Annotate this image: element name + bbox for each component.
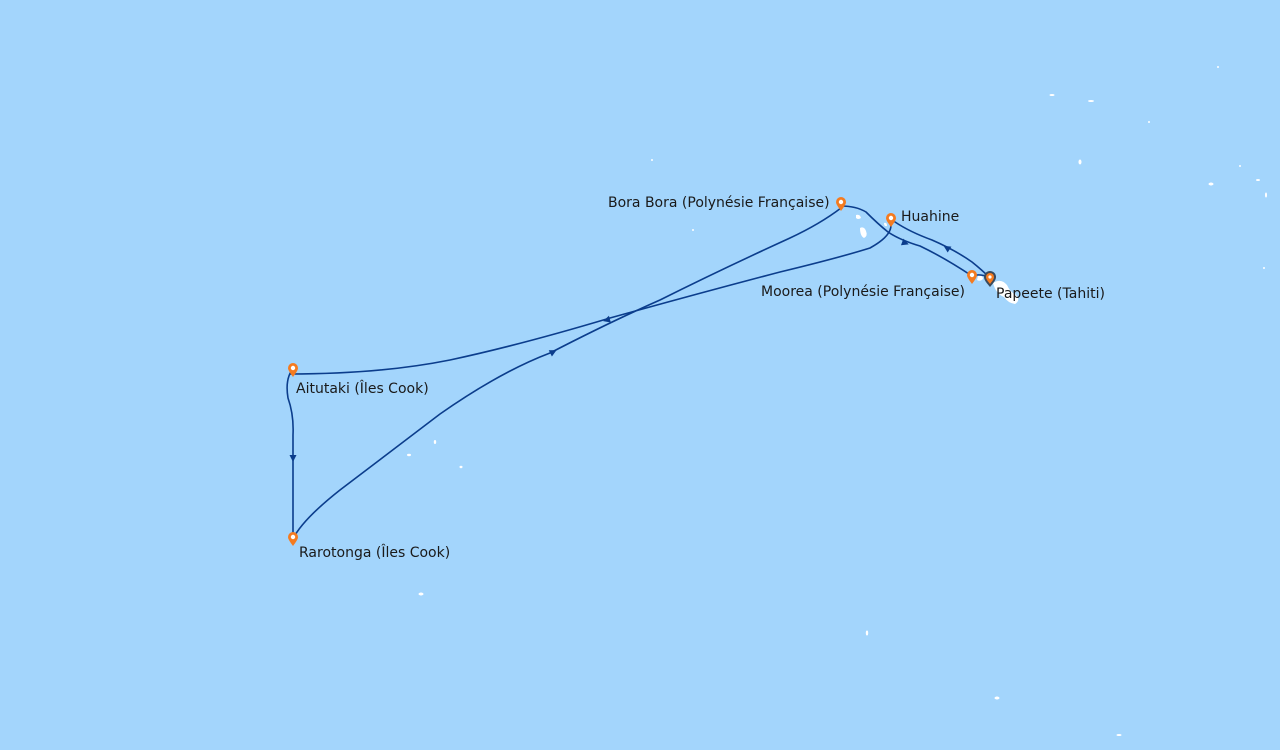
islet — [1256, 179, 1260, 181]
islet — [459, 465, 463, 469]
port-marker-icon[interactable] — [886, 213, 896, 227]
islet — [651, 159, 653, 161]
direction-arrow-icon — [289, 455, 297, 462]
islet — [418, 592, 424, 596]
bora-bora-island — [856, 214, 861, 219]
islet — [1217, 66, 1219, 68]
port-label-bora-bora: Bora Bora (Polynésie Française) — [608, 195, 830, 211]
islet — [692, 229, 694, 231]
islet — [407, 453, 411, 457]
islet — [865, 630, 869, 636]
route-leg-rarotonga-bora-bora — [292, 207, 842, 540]
home-port-marker-icon[interactable] — [984, 271, 996, 287]
route-leg-bora-bora-moorea — [840, 205, 973, 277]
islet — [1239, 165, 1241, 167]
islet — [1148, 121, 1150, 123]
port-marker-icon[interactable] — [288, 532, 298, 546]
port-marker-icon[interactable] — [836, 197, 846, 211]
direction-arrow-icon — [603, 315, 611, 323]
islet — [1049, 94, 1055, 96]
port-markers — [288, 197, 996, 546]
route-leg-papeete-huahine — [894, 221, 991, 279]
islet — [1078, 159, 1082, 165]
port-marker-icon[interactable] — [288, 363, 298, 377]
tahiti-island — [993, 280, 1019, 304]
route-leg-aitutaki-rarotonga — [286, 369, 294, 539]
direction-arrow-icon — [943, 245, 952, 253]
direction-arrow-icon — [548, 350, 557, 357]
route-leg-huahine-aitutaki — [289, 223, 892, 375]
islet — [1208, 182, 1214, 186]
moorea-island — [977, 275, 983, 281]
islet — [1265, 192, 1267, 198]
port-label-papeete: Papeete (Tahiti) — [996, 286, 1105, 302]
cruise-route — [286, 205, 991, 540]
raiatea-island — [860, 227, 867, 238]
port-label-aitutaki: Aitutaki (Îles Cook) — [296, 381, 429, 397]
huahine-island — [884, 222, 887, 227]
port-marker-icon[interactable] — [967, 270, 977, 284]
islet — [1263, 267, 1265, 269]
islet — [1088, 100, 1094, 102]
route-direction-arrows — [289, 238, 952, 462]
port-label-moorea: Moorea (Polynésie Française) — [761, 284, 965, 300]
port-label-rarotonga: Rarotonga (Îles Cook) — [299, 545, 451, 561]
islet — [1116, 734, 1122, 736]
port-label-huahine: Huahine — [901, 209, 960, 225]
land-masses — [407, 66, 1267, 736]
islet — [433, 440, 437, 444]
islet — [994, 696, 1000, 700]
direction-arrow-icon — [900, 238, 909, 246]
